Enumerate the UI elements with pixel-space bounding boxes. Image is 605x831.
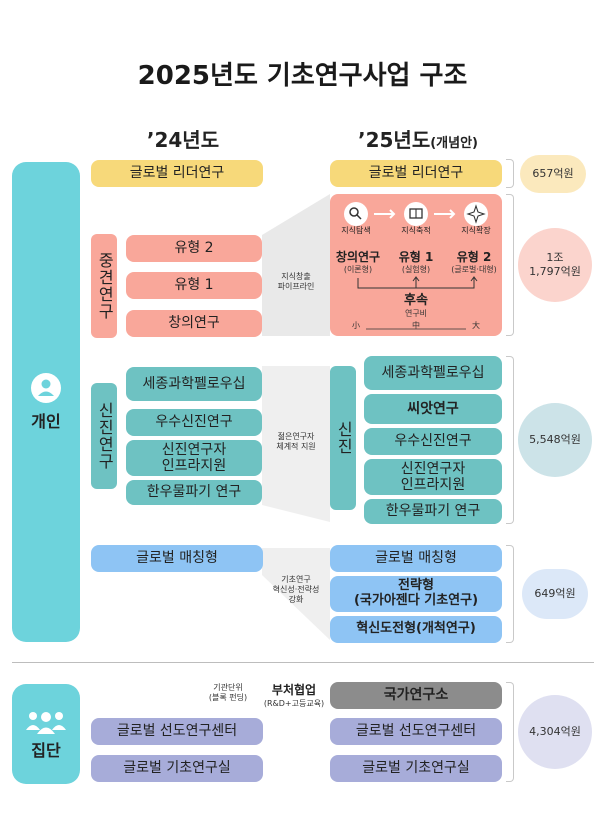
right-strategic: 전략형 (국가아젠다 기초연구) [330, 576, 502, 612]
left-new-onewell: 한우물파기 연구 [126, 480, 262, 505]
left-mid-creative: 창의연구 [126, 310, 262, 337]
pipeline-type1: 유형 1 [398, 250, 434, 264]
arrow-right-icon [374, 209, 396, 219]
budget-mid-research: 1조 1,797억원 [518, 228, 592, 302]
young-support-label: 젊은연구자 체계적 지원 [276, 432, 316, 451]
right-global-lab: 글로벌 기초연구실 [330, 755, 502, 782]
innovation-connector [262, 548, 330, 640]
collective-label: 집단 [31, 740, 61, 760]
year-25-note: (개념안) [430, 136, 478, 151]
right-new-onewell: 한우물파기 연구 [364, 499, 502, 524]
left-new-infra: 신진연구자 인프라지원 [126, 440, 262, 476]
left-global-matching: 글로벌 매칭형 [91, 545, 263, 572]
stage-explore: 지식탐색 [341, 226, 371, 235]
followup-arrows [357, 276, 478, 289]
year-24-header: ’24년도 [146, 128, 220, 152]
left-new-excellent: 우수신진연구 [126, 409, 262, 436]
followup-label: 후속 [404, 293, 428, 308]
budget-mid: 中 [412, 321, 420, 330]
pipeline-creative: 창의연구 [335, 250, 381, 264]
year-25-label: ’25년도 [358, 128, 431, 152]
bracket-collective [506, 682, 514, 782]
innovation-label: 기초연구 혁신성·전략성 강화 [272, 575, 320, 604]
left-new-label: 신진연구 [91, 383, 117, 489]
right-new-label: 신진 [330, 366, 356, 510]
divider [12, 662, 594, 663]
budget-collective: 4,304억원 [518, 695, 592, 769]
budget-arrow [366, 328, 466, 330]
bracket-leader [506, 159, 514, 188]
right-global-matching: 글로벌 매칭형 [330, 545, 502, 572]
left-mid-label: 중견연구 [91, 234, 117, 338]
pipeline-type1-sub: (실험형) [401, 265, 431, 274]
young-connector [262, 366, 330, 522]
pipeline-connector [262, 194, 330, 336]
search-icon [344, 202, 368, 226]
cooperation-label: 부처협업 [271, 683, 317, 697]
right-new-sejong: 세종과학펠로우십 [364, 356, 502, 390]
budget-large: 大 [472, 321, 480, 330]
right-innovative: 혁신도전형(개척연구) [330, 616, 502, 643]
right-new-seed: 씨앗연구 [364, 394, 502, 424]
budget-label: 연구비 [404, 309, 428, 318]
person-icon [31, 372, 61, 403]
stage-icons [344, 202, 488, 226]
left-global-leader: 글로벌 리더연구 [91, 160, 263, 187]
year-25-header: ’25년도(개념안) [318, 124, 518, 153]
pipeline-type2-sub: (글로벌·대형) [451, 265, 497, 274]
individual-group: 개인 [12, 162, 80, 642]
left-mid-type1: 유형 1 [126, 272, 262, 299]
pipeline-label: 지식창출 파이프라인 [277, 272, 315, 291]
cooperation-sub-label: (R&D+고등교육) [263, 699, 325, 708]
budget-small: 小 [352, 321, 360, 330]
right-national-lab: 국가연구소 [330, 682, 502, 709]
bracket-new [506, 356, 514, 524]
page-title: 2025년도 기초연구사업 구조 [137, 61, 468, 91]
collective-group: 집단 [12, 684, 80, 784]
left-mid-type2: 유형 2 [126, 235, 262, 262]
individual-label: 개인 [31, 411, 61, 431]
bracket-mid [506, 194, 514, 336]
budget-leader: 657억원 [520, 155, 586, 193]
right-new-excellent: 우수신진연구 [364, 428, 502, 455]
bracket-matching [506, 545, 514, 643]
left-new-sejong: 세종과학펠로우십 [126, 367, 262, 401]
group-icon [26, 711, 66, 734]
pipeline-type2: 유형 2 [456, 250, 492, 264]
budget-matching: 649억원 [522, 569, 588, 619]
right-global-leader: 글로벌 리더연구 [330, 160, 502, 187]
pipeline-creative-sub: (이론형) [343, 265, 373, 274]
left-global-lab: 글로벌 기초연구실 [91, 755, 263, 782]
right-new-infra: 신진연구자 인프라지원 [364, 459, 502, 495]
left-global-center: 글로벌 선도연구센터 [91, 718, 263, 745]
stage-expand: 지식확장 [461, 226, 491, 235]
sparkle-icon [464, 202, 488, 226]
right-global-center: 글로벌 선도연구센터 [330, 718, 502, 745]
inst-unit-label: 기관단위 (블록 펀딩) [208, 683, 248, 702]
budget-new-research: 5,548억원 [518, 403, 592, 477]
stage-accumulate: 지식축적 [401, 226, 431, 235]
